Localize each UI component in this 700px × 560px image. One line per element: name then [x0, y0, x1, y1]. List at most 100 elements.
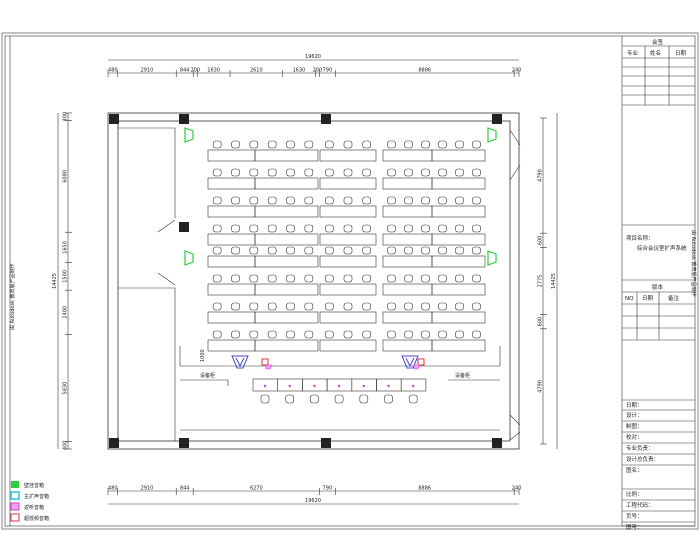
chair — [325, 302, 334, 311]
chair — [249, 330, 259, 339]
room-plan — [107, 112, 521, 450]
column — [321, 114, 331, 124]
chair — [421, 224, 430, 233]
chair — [362, 302, 371, 311]
desk — [382, 339, 433, 352]
chair — [472, 168, 481, 177]
chair — [438, 224, 447, 233]
project-label: 项目名称： — [626, 234, 654, 242]
desk — [207, 177, 256, 190]
chair — [438, 140, 447, 149]
chair — [304, 302, 314, 311]
chair — [387, 274, 396, 283]
chair — [455, 224, 464, 233]
chair — [404, 330, 413, 339]
side-room-walls — [118, 127, 176, 441]
chair — [212, 246, 222, 255]
chair — [325, 224, 334, 233]
dimension-label: 2910 — [141, 486, 154, 492]
chair — [212, 140, 222, 149]
dimension-label: 1630 — [207, 68, 220, 74]
dimension-label: 240 — [512, 68, 522, 74]
chair — [304, 274, 314, 283]
main-speaker-icon — [401, 355, 419, 369]
title-field-label: 页号： — [626, 513, 643, 520]
desk — [431, 339, 486, 352]
version-title: 版本 — [652, 283, 664, 291]
dimension-label: 400 — [63, 441, 69, 451]
outer-wall — [107, 112, 520, 450]
dimension-label: 8886 — [418, 486, 431, 492]
version-header: NO — [625, 296, 634, 302]
chair — [325, 246, 334, 255]
column — [321, 438, 331, 448]
chair — [286, 168, 295, 177]
inner-wall — [117, 120, 511, 442]
title-field-label: 比例： — [626, 490, 643, 498]
chair — [421, 196, 430, 205]
sheet-inner-border — [4, 35, 696, 527]
chair — [387, 330, 396, 339]
chair — [404, 196, 413, 205]
chair — [267, 224, 277, 233]
chair — [343, 274, 353, 283]
title-field-label: 工程代码： — [626, 501, 654, 509]
cyan-speaker-icon — [10, 491, 20, 500]
chair — [421, 302, 430, 311]
chair — [438, 196, 447, 205]
microphone-icon — [263, 384, 267, 388]
desk — [319, 283, 377, 296]
desk — [382, 205, 433, 218]
chair — [325, 140, 334, 149]
title-field-label: 日期： — [626, 402, 643, 409]
chair — [334, 394, 344, 404]
microphone-icon — [313, 384, 316, 388]
chair — [267, 196, 277, 205]
desk — [431, 177, 486, 190]
chair — [249, 302, 259, 311]
dimension-label: 6270 — [250, 486, 263, 492]
desk — [254, 205, 319, 218]
chair — [343, 330, 353, 339]
chair — [362, 168, 371, 177]
desk — [382, 233, 433, 246]
dimension-label: 480 — [108, 486, 118, 492]
chair — [286, 274, 295, 283]
chair — [438, 302, 447, 311]
chair — [408, 394, 418, 404]
title-field-label: 设计： — [626, 411, 643, 419]
subwoofer-icon — [417, 358, 425, 366]
chair — [455, 168, 464, 177]
chair — [343, 196, 353, 205]
chair — [304, 224, 314, 233]
chair — [231, 302, 240, 311]
desk — [431, 311, 486, 324]
chair — [404, 224, 413, 233]
dimension-label: 6080 — [63, 170, 69, 183]
cabinets — [180, 379, 500, 431]
chair — [212, 330, 222, 339]
title-field-label: 制图： — [626, 422, 643, 430]
chair — [304, 140, 314, 149]
desk — [431, 233, 486, 246]
chair — [286, 246, 295, 255]
title-field-label: 图名： — [626, 466, 643, 474]
desk — [254, 255, 319, 268]
chair — [387, 302, 396, 311]
dimension-label: 1500 — [63, 270, 69, 283]
chair — [404, 302, 413, 311]
desk — [382, 149, 433, 162]
chair — [472, 302, 481, 311]
dimension-total: 14425 — [551, 273, 557, 289]
column — [109, 114, 119, 124]
desk — [431, 255, 486, 268]
chair — [472, 330, 481, 339]
desk — [254, 283, 319, 296]
chair — [421, 274, 430, 283]
version-header: 日期 — [642, 295, 654, 302]
chair — [387, 246, 396, 255]
monitor-speaker-icon — [265, 364, 273, 370]
door-leaf — [157, 219, 176, 286]
main-speaker-icon — [231, 355, 249, 369]
